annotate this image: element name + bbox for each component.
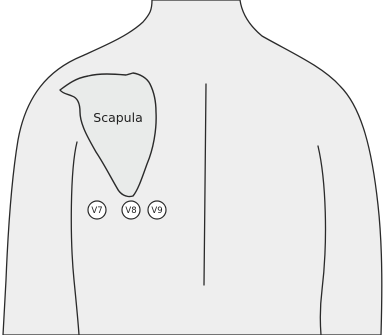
torso-silhouette bbox=[3, 0, 382, 335]
lead-v8-marker: V8 bbox=[122, 201, 140, 219]
lead-v9-marker: V9 bbox=[148, 201, 166, 219]
scapula-label: Scapula bbox=[93, 110, 142, 125]
lead-v9-label: V9 bbox=[151, 206, 162, 216]
lead-v7-label: V7 bbox=[91, 206, 102, 216]
lead-v7-marker: V7 bbox=[88, 201, 106, 219]
lead-v8-label: V8 bbox=[125, 206, 136, 216]
